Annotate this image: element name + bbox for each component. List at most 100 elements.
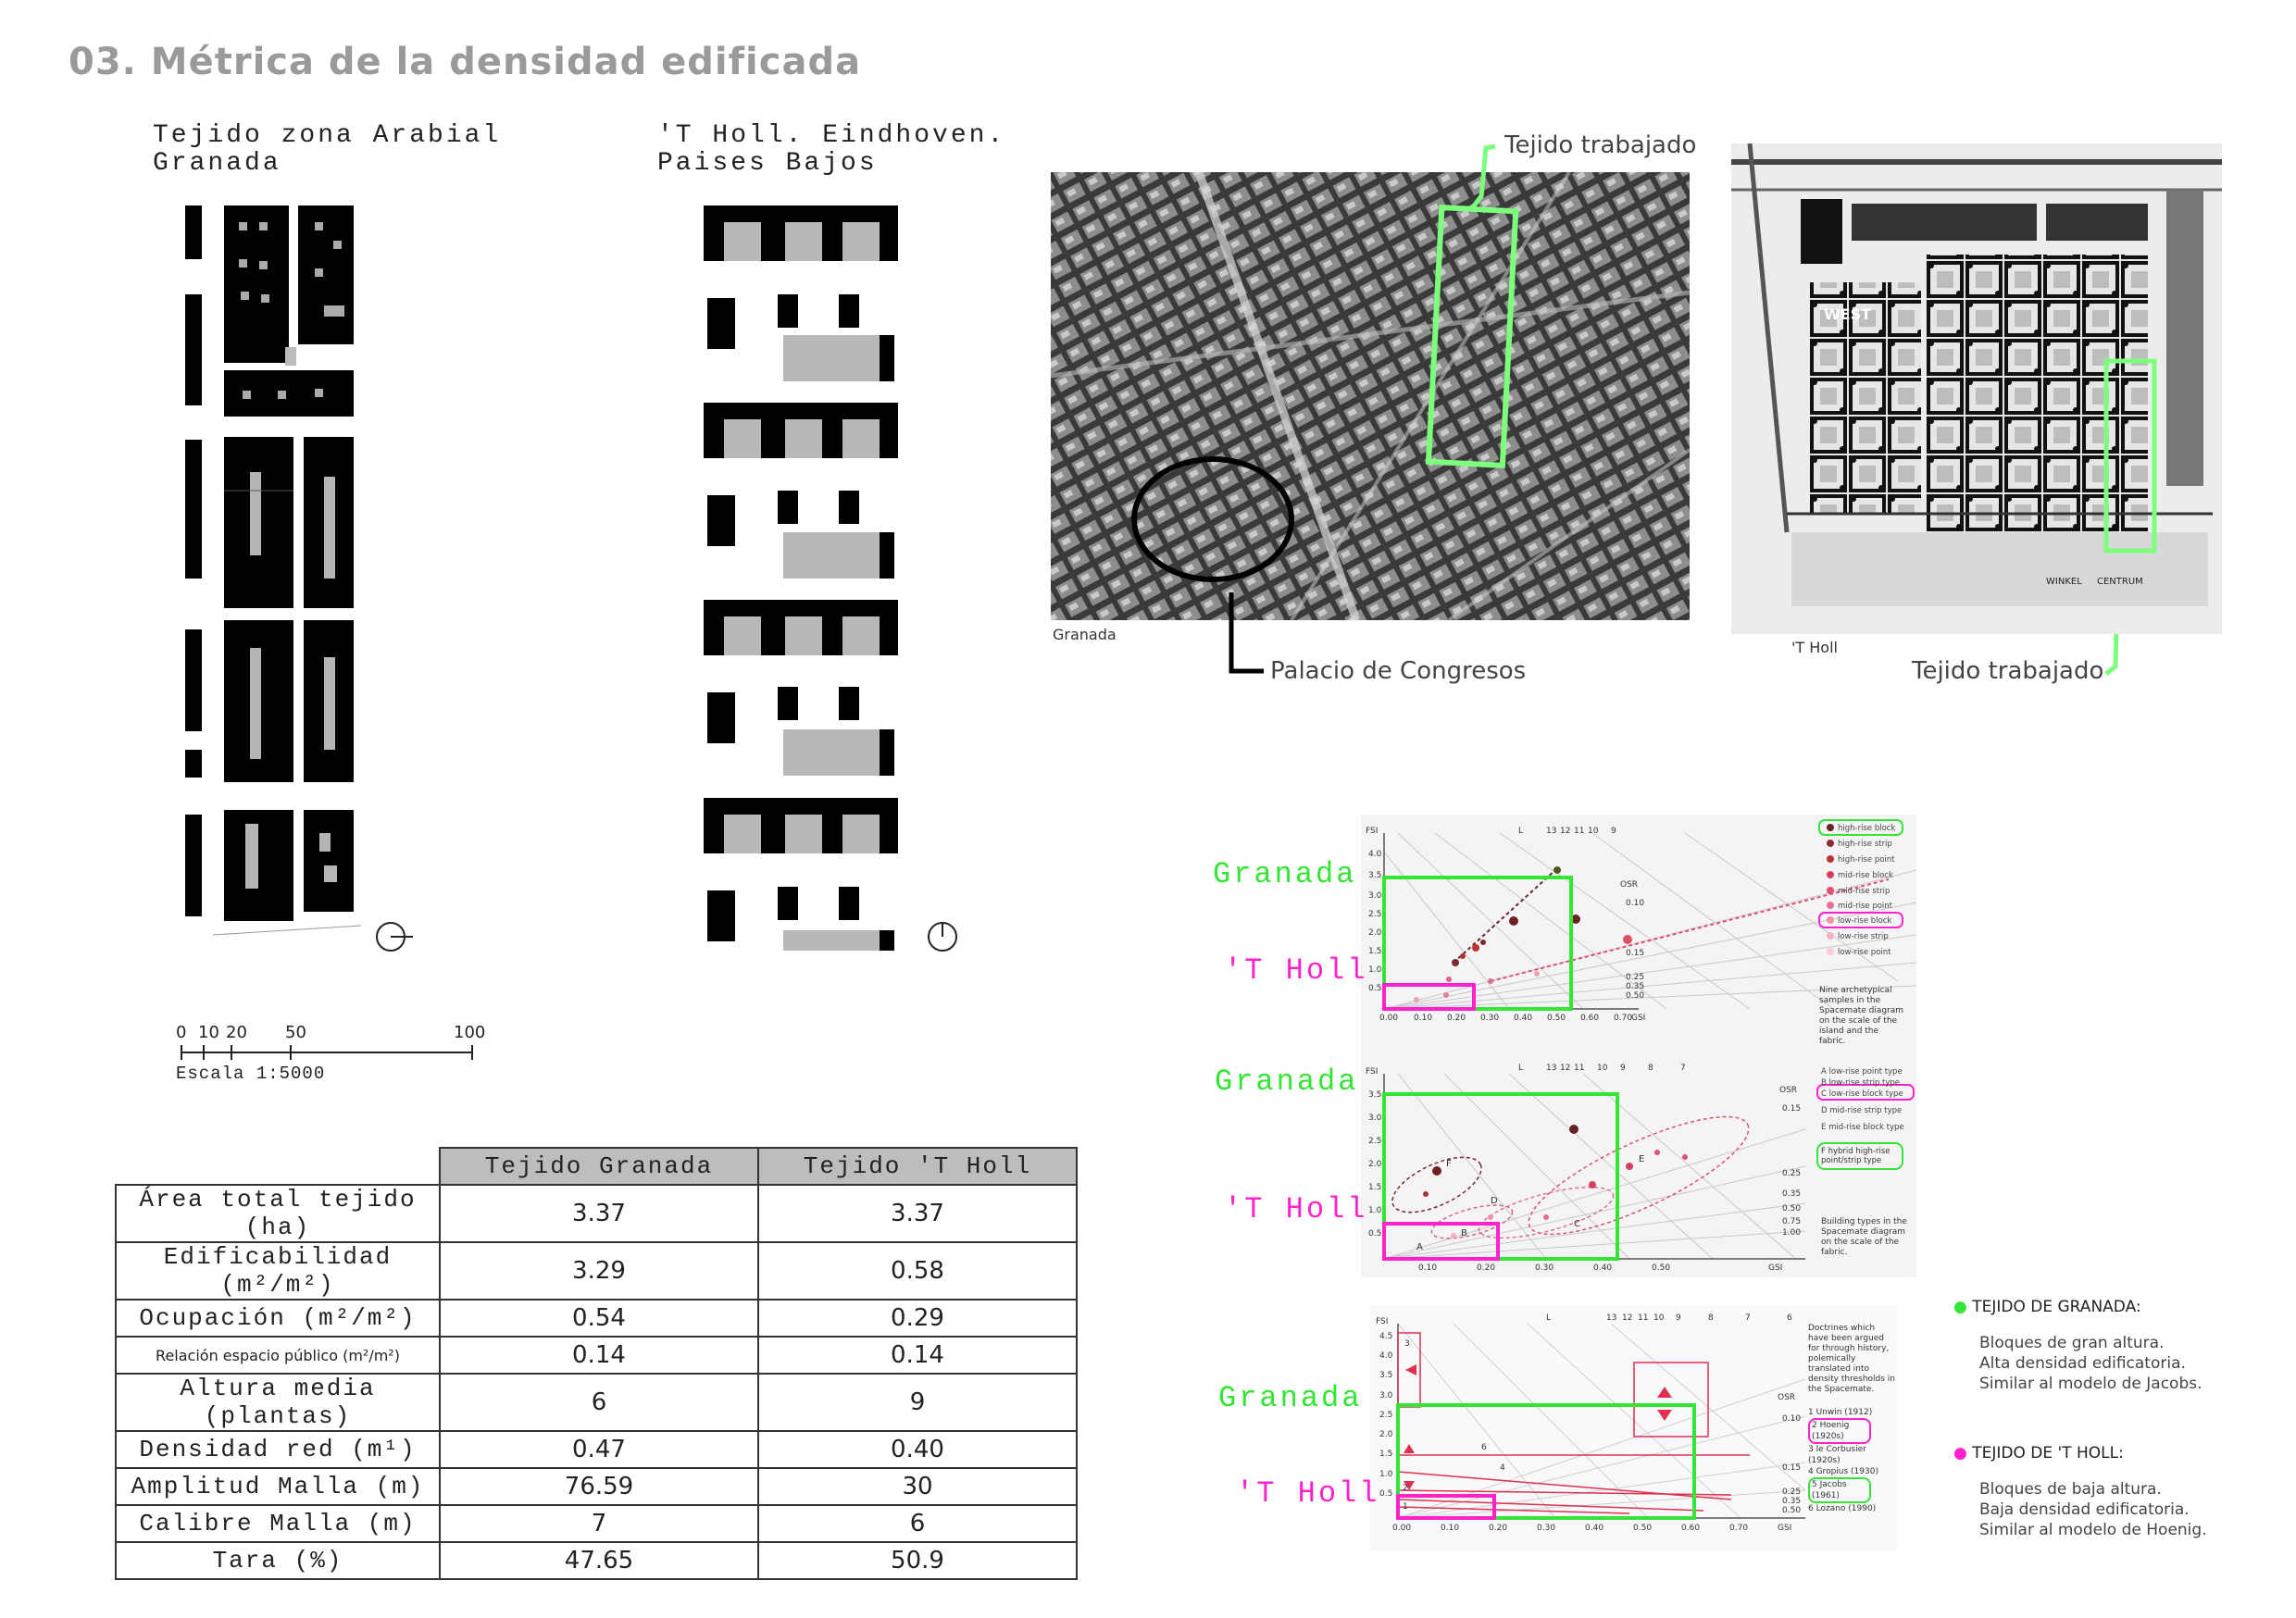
- granada-conclusion-body: Bloques de gran altura. Alta densidad ed…: [1979, 1333, 2277, 1394]
- holl-figure-ground-plan: [694, 194, 972, 963]
- spacemate-3-mark-6: 6: [1481, 1443, 1487, 1452]
- spacemate-3-l: L: [1546, 1313, 1551, 1323]
- granada-plan-title-line1: Tejido zona Arabial: [153, 121, 502, 150]
- spacemate-3-l-10: 10: [1653, 1313, 1665, 1323]
- scale-tick-10: 10: [198, 1023, 219, 1042]
- spacemate-3-l-12: 12: [1622, 1313, 1632, 1323]
- metrics-table-header-row: Tejido Granada Tejido 'T Holl: [116, 1147, 1078, 1186]
- holl-plan-label-west: WEST: [1824, 305, 1871, 323]
- scale-tick-0: 0: [176, 1023, 187, 1042]
- spacemate-3-mark-3: 3: [1404, 1339, 1410, 1349]
- spacemate-3-x-0.10: 0.10: [1441, 1524, 1459, 1533]
- granada-conclusion-heading: ● TEJIDO DE GRANADA:: [1953, 1298, 2277, 1316]
- spacemate-3-y-2.0: 2.0: [1379, 1430, 1393, 1439]
- spacemate-2-x-0.10: 0.10: [1418, 1263, 1437, 1273]
- spacemate-2-l-12: 12: [1560, 1064, 1570, 1073]
- holl-pattern-1: [704, 205, 898, 381]
- legend-2-item-0: A low-rise point type: [1821, 1067, 1903, 1077]
- spacemate-chart-3: 3 6 4 2 1 FSI 4.5 4.0 3.5 3.0 2.5 2.0 1.…: [1370, 1305, 1898, 1550]
- spacemate-3-y-0.5: 0.5: [1379, 1489, 1392, 1499]
- row-label: Área total tejido (ha): [115, 1184, 441, 1243]
- metrics-table: Tejido Granada Tejido 'T Holl Área total…: [115, 1147, 1078, 1580]
- holl-pattern-4: [704, 798, 898, 951]
- holl-pattern-3: [704, 600, 898, 776]
- legend-1-item-8: low-rise point: [1838, 948, 1891, 957]
- holl-conclusion-body: Bloques de baja altura. Baja densidad ed…: [1979, 1479, 2277, 1540]
- spacemate-1-l: L: [1518, 827, 1523, 836]
- spacemate-3-y-3.0: 3.0: [1379, 1391, 1393, 1400]
- spacemate-2-note: Building types in the Spacemate diagram …: [1821, 1217, 1907, 1257]
- spacemate-1-gsi: GSI: [1631, 1014, 1645, 1023]
- holl-value: 6: [757, 1504, 1078, 1543]
- legend-1-item-2: high-rise point: [1838, 855, 1895, 865]
- spacemate-1-holl-label: 'T Holl: [1224, 953, 1368, 988]
- doctrine-6: 6 Lozano (1990): [1808, 1504, 1877, 1513]
- spacemate-3-l-11: 11: [1638, 1313, 1648, 1323]
- spacemate-1-osr-0.35: 0.35: [1626, 982, 1644, 991]
- spacemate-3-y-1.0: 1.0: [1379, 1470, 1393, 1479]
- holl-value: 9: [757, 1373, 1078, 1432]
- spacemate-3-y-1.5: 1.5: [1379, 1450, 1392, 1459]
- spacemate-3-l-9: 9: [1676, 1313, 1681, 1323]
- spacemate-3-x-0.00: 0.00: [1392, 1524, 1411, 1533]
- spacemate-2-fsi: FSI: [1366, 1067, 1378, 1077]
- spacemate-2-y-1.5: 1.5: [1368, 1183, 1381, 1192]
- spacemate-3-osr-0.35: 0.35: [1782, 1497, 1801, 1506]
- spacemate-2-y-2.5: 2.5: [1368, 1137, 1381, 1146]
- row-label: Edificabilidad (m²/m²): [115, 1241, 441, 1301]
- spacemate-2-l-13: 13: [1546, 1064, 1556, 1073]
- page-title: 03. Métrica de la densidad edificada: [69, 41, 862, 83]
- holl-value: 0.14: [757, 1336, 1078, 1375]
- spacemate-1-y-2.5: 2.5: [1368, 910, 1381, 919]
- legend-1-item-1: high-rise strip: [1838, 840, 1892, 849]
- spacemate-3-l-8: 8: [1708, 1313, 1714, 1323]
- row-label: Relación espacio público (m²/m²): [115, 1336, 441, 1375]
- granada-value: 0.14: [439, 1336, 759, 1375]
- spacemate-3-y-3.5: 3.5: [1379, 1371, 1392, 1380]
- spacemate-2-x-0.30: 0.30: [1535, 1263, 1554, 1273]
- spacemate-2-osr: OSR: [1779, 1086, 1797, 1095]
- spacemate-3-x-0.60: 0.60: [1681, 1524, 1700, 1533]
- spacemate-3-note: Doctrines which have been argued for thr…: [1808, 1324, 1895, 1394]
- granada-conclusion-heading-text: TEJIDO DE GRANADA:: [1972, 1298, 2141, 1316]
- spacemate-1-l-10: 10: [1588, 827, 1599, 836]
- spacemate-3-x-0.20: 0.20: [1489, 1524, 1507, 1533]
- spacemate-3-osr-0.50: 0.50: [1782, 1506, 1801, 1515]
- header-holl: Tejido 'T Holl: [757, 1147, 1078, 1186]
- spacemate-2-y-2.0: 2.0: [1368, 1160, 1382, 1169]
- holl-conclusion: ● TEJIDO DE 'T HOLL: Bloques de baja alt…: [1953, 1444, 2277, 1540]
- spacemate-3-holl-label: 'T Holl: [1236, 1476, 1380, 1511]
- legend-2-item-1: B low-rise strip type: [1821, 1078, 1900, 1088]
- legend-1-item-4: mid-rise strip: [1838, 887, 1890, 896]
- holl-value: 0.29: [757, 1299, 1078, 1338]
- spacemate-1-note: Nine archetypical samples in the Spacema…: [1819, 986, 1904, 1046]
- spacemate-2-letter-F: F: [1446, 1159, 1452, 1169]
- spacemate-1-x-0.10: 0.10: [1414, 1014, 1432, 1023]
- spacemate-2-l-11: 11: [1574, 1064, 1584, 1073]
- legend-1-item-7: low-rise strip: [1838, 932, 1889, 941]
- granada-plan-title: Tejido zona Arabial Granada: [153, 122, 501, 178]
- magenta-bullet-icon: ●: [1953, 1444, 1967, 1462]
- spacemate-1-y-0.5: 0.5: [1368, 984, 1381, 993]
- legend-2-item-4: E mid-rise block type: [1821, 1123, 1904, 1132]
- spacemate-1-osr-0.50: 0.50: [1626, 991, 1644, 1001]
- legend-1-item-6: low-rise block: [1838, 916, 1891, 926]
- spacemate-1-osr-0.10: 0.10: [1626, 899, 1644, 908]
- granada-value: 0.47: [439, 1430, 759, 1469]
- spacemate-3-x-0.70: 0.70: [1729, 1524, 1748, 1533]
- holl-conclusion-line-3: Similar al modelo de Hoenig.: [1979, 1521, 2207, 1539]
- spacemate-1-y-4.0: 4.0: [1368, 850, 1382, 859]
- granada-conclusion-line-3: Similar al modelo de Jacobs.: [1979, 1375, 2202, 1393]
- spacemate-2-y-0.5: 0.5: [1368, 1229, 1381, 1238]
- spacemate-1-osr: OSR: [1620, 880, 1638, 890]
- scale-tick-20: 20: [226, 1023, 247, 1042]
- metrics-table-corner: [116, 1148, 440, 1185]
